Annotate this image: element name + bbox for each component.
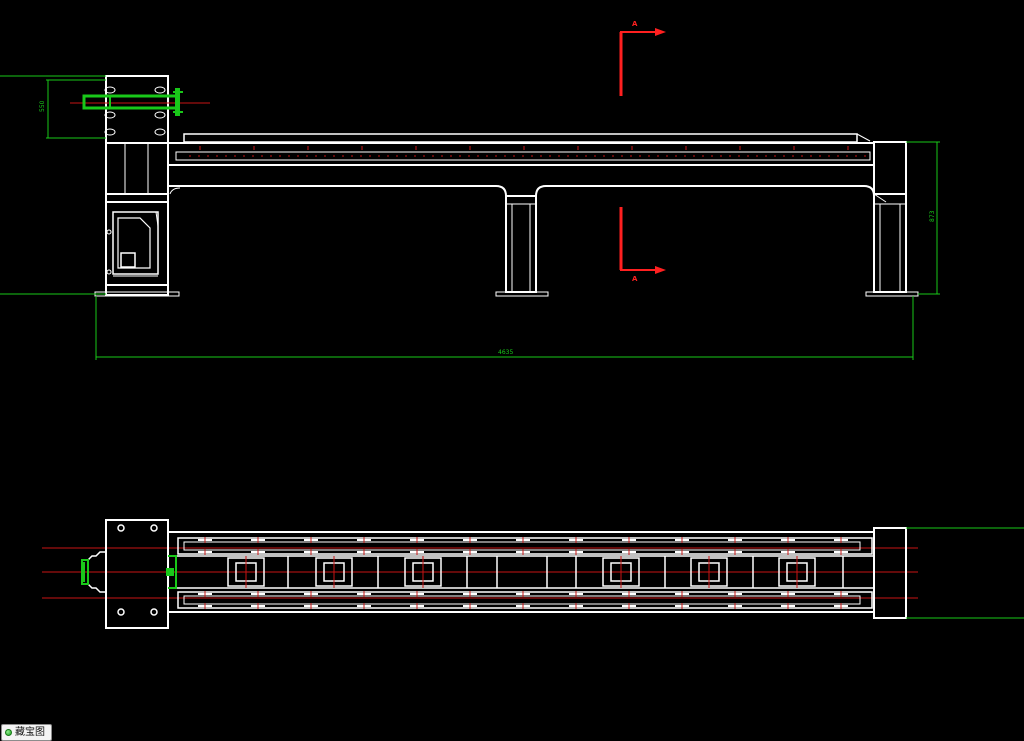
plan-upper-rail (177, 537, 873, 555)
right-end-frame (865, 141, 919, 297)
top-rail (167, 133, 875, 166)
dim-overall-length: 4635 (498, 349, 513, 356)
section-marker-top (619, 28, 666, 96)
motor-assembly (70, 88, 210, 116)
green-dot-icon (5, 729, 12, 736)
plan-lower-rail (177, 591, 873, 609)
middle-leg (495, 195, 549, 297)
section-marker-bottom (619, 207, 666, 274)
layout-tab[interactable]: 藏宝图 (1, 724, 52, 741)
plan-dimensions (906, 527, 1024, 619)
plan-tick-marks (198, 537, 848, 609)
plan-centerlines (42, 547, 918, 599)
support-beam (168, 185, 875, 197)
dim-right-height: 873 (929, 210, 936, 222)
plan-view (42, 519, 918, 629)
plan-motor (81, 551, 177, 593)
plan-left-plate (105, 519, 169, 629)
layout-tab-label: 藏宝图 (15, 727, 45, 738)
dim-left-height: 550 (39, 100, 46, 112)
elevation-view (94, 75, 919, 297)
plan-cross-members (227, 556, 844, 588)
plan-right-plate (873, 527, 907, 619)
rail-tick-marks (189, 146, 866, 157)
left-drive-housing (94, 75, 180, 297)
elevation-dimensions (0, 75, 940, 360)
section-letter-top: A (632, 20, 638, 28)
plan-bolt-holes (117, 524, 158, 616)
section-letter-bottom: A (632, 275, 638, 283)
